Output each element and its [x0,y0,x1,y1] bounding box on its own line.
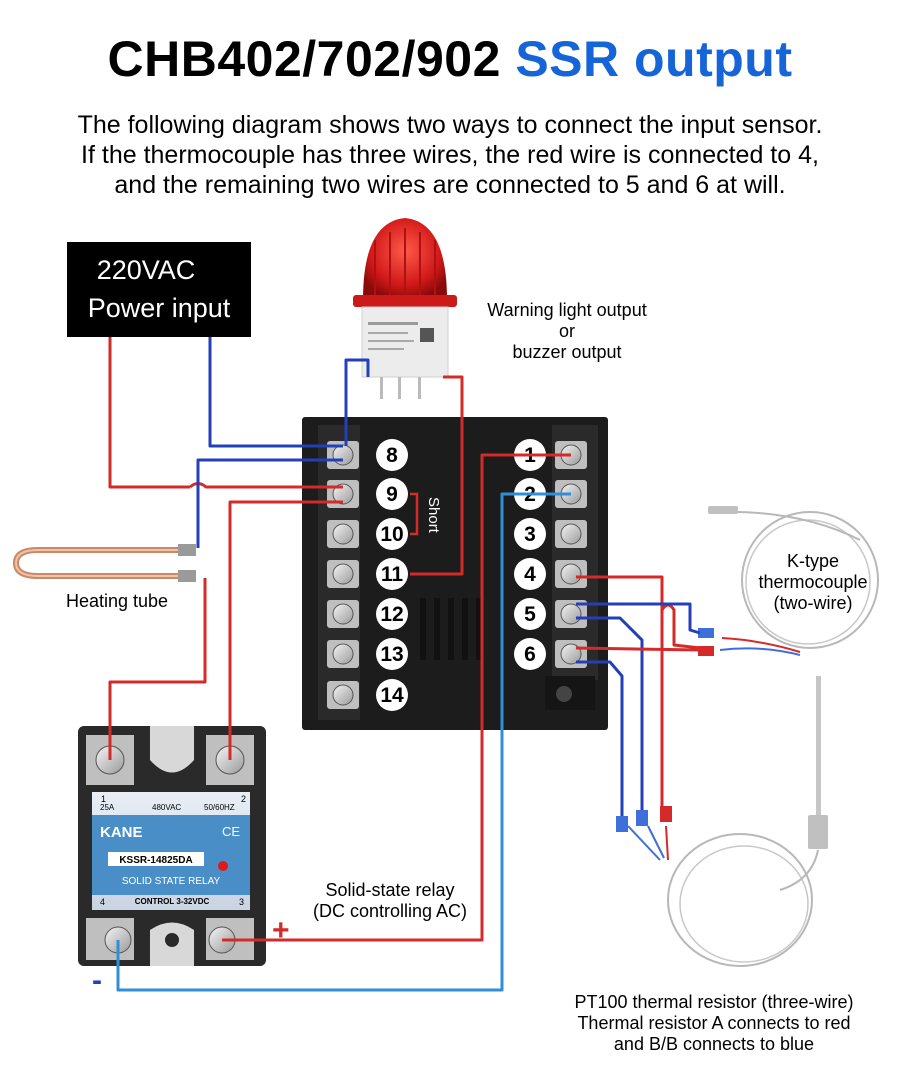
terminal-12: 12 [380,603,403,626]
title-model: CHB402/702/902 [107,31,501,87]
terminal-3: 3 [524,523,536,546]
power-voltage: 220VAC [96,255,196,285]
title-accent: SSR output [515,31,793,87]
pt100-label-line-1: PT100 thermal resistor (three-wire) [574,992,854,1012]
relay-brand: KANE [100,824,143,841]
power-input-box: 220VAC Power input [67,242,251,337]
pt100-label-line-3: and B/B connects to blue [613,1034,815,1054]
minus-sign: - [92,964,102,997]
relay-rating-current: 25A [100,803,115,812]
description-line-1: The following diagram shows two ways to … [77,111,823,139]
ssr-label-line-1: Solid-state relay [325,880,455,900]
ssr-label-line-2: (DC controlling AC) [312,901,468,921]
relay-ce-mark: CE [222,824,240,839]
relay-pin-1: 1 [101,794,106,804]
ktype-label-line-1: K-type [786,551,840,571]
terminal-6: 6 [524,643,536,666]
terminal-10: 10 [380,523,403,546]
description: The following diagram shows two ways to … [0,110,900,200]
ktype-label-line-2: thermocouple [758,572,868,592]
warning-label: Warning light output or buzzer output [462,300,672,363]
ktype-label-line-3: (two-wire) [773,593,853,613]
plus-sign: + [272,914,290,947]
pt100-sensor [616,676,828,967]
pt100-label-line-2: Thermal resistor A connects to red [577,1013,851,1033]
description-line-2: If the thermocouple has three wires, the… [81,141,819,169]
terminal-13: 13 [380,643,403,666]
terminal-4: 4 [524,563,536,586]
terminal-14: 14 [380,684,404,707]
relay-model: KSSR-14825DA [119,855,192,866]
warning-lamp [353,218,457,399]
k-type-thermocouple [698,506,879,656]
short-label: Short [425,497,442,534]
relay-rating-frequency: 50/60HZ [204,803,235,812]
ssr-label: Solid-state relay (DC controlling AC) [290,880,490,922]
page-title: CHB402/702/902 SSR output [0,30,900,88]
relay-pin-4: 4 [100,897,105,907]
power-label: Power input [87,293,231,323]
left-terminal-screws [327,441,359,709]
relay-pin-2: 2 [241,794,246,804]
warning-label-line-1: Warning light output [487,300,647,320]
heating-tube [12,544,196,582]
terminal-9: 9 [386,483,398,506]
wires [108,336,701,992]
relay-control: CONTROL 3-32VDC [135,897,210,906]
warning-label-line-2: or [558,321,575,341]
relay-rating-voltage: 480VAC [152,803,181,812]
pt100-label: PT100 thermal resistor (three-wire) Ther… [546,992,882,1055]
left-terminal-numbers: 8 9 10 11 12 13 14 [376,439,408,711]
relay-type: SOLID STATE RELAY [122,876,221,887]
ktype-label: K-type thermocouple (two-wire) [748,551,878,614]
warning-label-line-3: buzzer output [512,342,622,362]
solid-state-relay: 1 2 25A 480VAC 50/60HZ KANE CE KSSR-1482… [78,726,266,966]
terminal-11: 11 [381,563,404,586]
terminal-8: 8 [386,444,398,467]
description-line-3: and the remaining two wires are connecte… [114,171,786,199]
terminal-5: 5 [524,603,536,626]
relay-pin-3: 3 [239,897,244,907]
heating-tube-label: Heating tube [65,591,169,611]
